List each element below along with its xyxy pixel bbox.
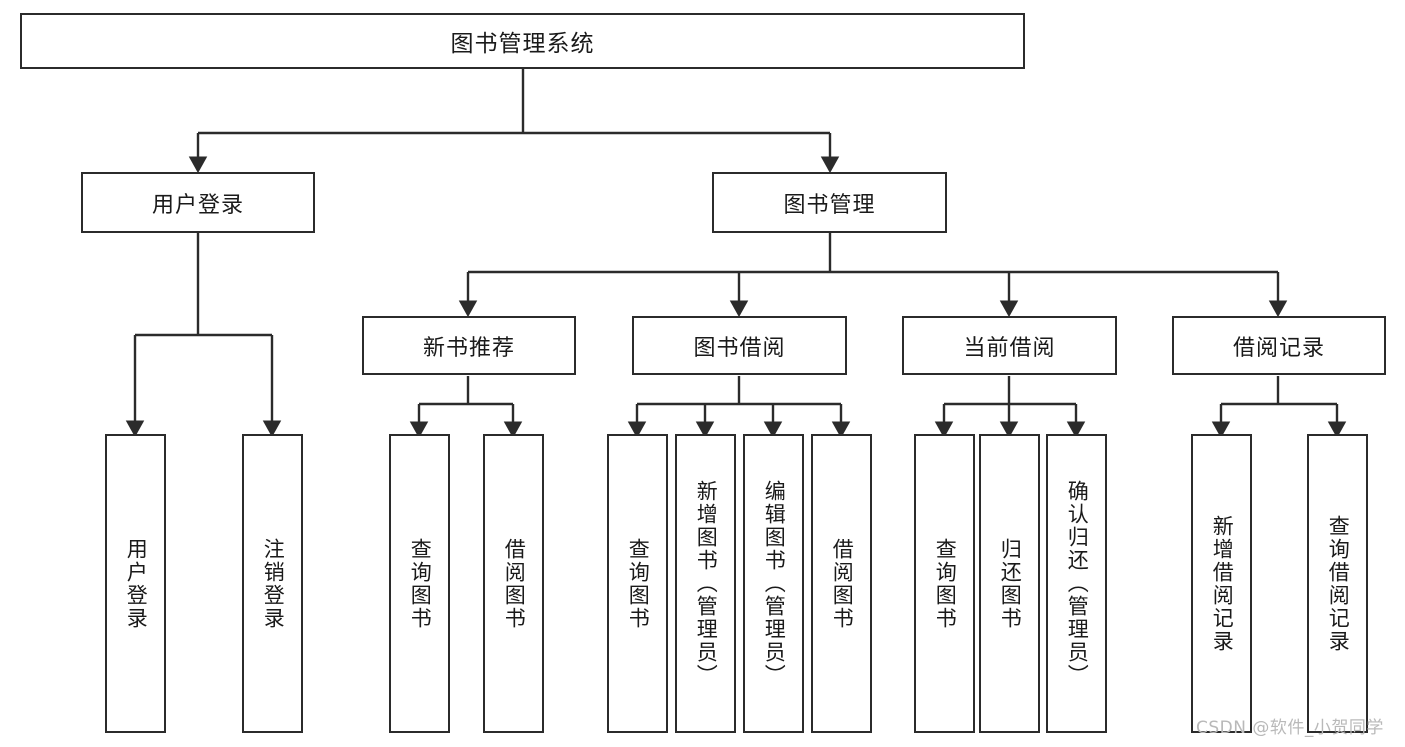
node-new-book-recommend[interactable]: 新书推荐 bbox=[362, 316, 576, 375]
node-current-borrow[interactable]: 当前借阅 bbox=[902, 316, 1117, 375]
watermark: CSDN @软件_小贺同学 bbox=[1196, 718, 1384, 738]
node-leaf-confirm-return[interactable]: 确认归还（管理员） bbox=[1046, 434, 1107, 733]
node-label: 图书管理 bbox=[783, 192, 876, 218]
node-label: 编辑图书（管理员） bbox=[762, 480, 787, 687]
node-leaf-query-book-recommend[interactable]: 查询图书 bbox=[389, 434, 450, 733]
node-root-system[interactable]: 图书管理系统 bbox=[20, 13, 1025, 69]
node-leaf-query-book-current[interactable]: 查询图书 bbox=[914, 434, 975, 733]
node-leaf-add-borrow-record[interactable]: 新增借阅记录 bbox=[1191, 434, 1252, 733]
node-leaf-query-borrow-record[interactable]: 查询借阅记录 bbox=[1307, 434, 1368, 733]
node-leaf-query-book-borrow[interactable]: 查询图书 bbox=[607, 434, 668, 733]
node-label: 查询图书 bbox=[933, 537, 958, 630]
node-leaf-return-book[interactable]: 归还图书 bbox=[979, 434, 1040, 733]
node-label: 归还图书 bbox=[998, 537, 1023, 630]
node-label: 新书推荐 bbox=[422, 335, 515, 361]
node-user-login[interactable]: 用户登录 bbox=[81, 172, 315, 233]
node-label: 图书借阅 bbox=[693, 335, 786, 361]
node-label: 借阅记录 bbox=[1232, 335, 1325, 361]
node-leaf-borrow-book[interactable]: 借阅图书 bbox=[811, 434, 872, 733]
node-label: 用户登录 bbox=[124, 537, 149, 630]
node-label: 用户登录 bbox=[151, 192, 244, 218]
node-leaf-edit-book[interactable]: 编辑图书（管理员） bbox=[743, 434, 804, 733]
node-label: 新增借阅记录 bbox=[1210, 514, 1235, 653]
node-leaf-user-login[interactable]: 用户登录 bbox=[105, 434, 166, 733]
node-leaf-add-book[interactable]: 新增图书（管理员） bbox=[675, 434, 736, 733]
node-label: 查询借阅记录 bbox=[1326, 514, 1351, 653]
node-label: 确认归还（管理员） bbox=[1065, 480, 1090, 687]
node-label: 注销登录 bbox=[261, 537, 286, 630]
node-label: 新增图书（管理员） bbox=[694, 480, 719, 687]
node-borrow-record[interactable]: 借阅记录 bbox=[1172, 316, 1386, 375]
node-label: 查询图书 bbox=[626, 537, 651, 630]
node-label: 当前借阅 bbox=[963, 335, 1056, 361]
node-label: 图书管理系统 bbox=[450, 31, 595, 57]
node-label: 借阅图书 bbox=[830, 537, 855, 630]
node-book-borrow[interactable]: 图书借阅 bbox=[632, 316, 847, 375]
node-leaf-borrow-book-recommend[interactable]: 借阅图书 bbox=[483, 434, 544, 733]
node-label: 借阅图书 bbox=[502, 537, 527, 630]
node-label: 查询图书 bbox=[408, 537, 433, 630]
node-book-manage[interactable]: 图书管理 bbox=[712, 172, 947, 233]
node-leaf-logout[interactable]: 注销登录 bbox=[242, 434, 303, 733]
